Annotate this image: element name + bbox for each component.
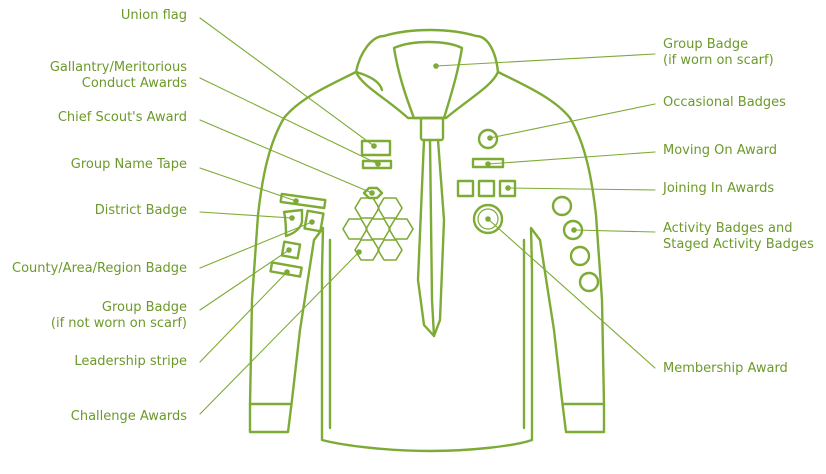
leader-leadership-stripe (199, 271, 288, 363)
occasional-badge-shape (477, 128, 499, 150)
label-occasional-badges: Occasional Badges (663, 95, 786, 110)
label-union-flag: Union flag (120, 8, 187, 23)
leader-chief-scout (199, 119, 373, 194)
woggle (419, 116, 445, 142)
challenge-hexagons (342, 197, 414, 261)
leader-gallantry (199, 77, 379, 165)
label-gallantry: Gallantry/Meritorious Conduct Awards (49, 60, 187, 91)
leader-joining-in (507, 187, 656, 191)
scarf-tail-left (416, 138, 436, 338)
leader-activity (573, 229, 656, 233)
joining-in-1 (456, 179, 475, 198)
label-leadership-stripe: Leadership stripe (74, 354, 187, 369)
label-activity-badges: Activity Badges and Staged Activity Badg… (663, 221, 814, 252)
county-badge-shape (303, 209, 325, 233)
shirt-outline (248, 70, 606, 453)
collar-inner (392, 40, 464, 120)
leader-lines (199, 17, 656, 415)
union-flag-badge (360, 139, 392, 157)
leader-challenge (199, 251, 360, 415)
leader-county (199, 221, 313, 269)
leader-group-badge-sleeve (199, 249, 290, 311)
leader-group-badge-scarf (435, 53, 656, 67)
label-challenge-awards: Challenge Awards (70, 409, 187, 424)
label-group-badge-not-scarf: Group Badge (if not worn on scarf) (50, 300, 187, 331)
leader-occasional (489, 103, 656, 139)
label-joining-in: Joining In Awards (663, 181, 775, 196)
collar-fold-left (354, 70, 384, 92)
label-group-name-tape: Group Name Tape (70, 157, 187, 172)
label-district-badge: District Badge (94, 203, 187, 218)
label-chief-scout: Chief Scout's Award (57, 110, 187, 125)
membership-award-inner (477, 208, 499, 230)
group-badge-sleeve (280, 240, 302, 260)
label-moving-on: Moving On Award (663, 143, 778, 158)
membership-award-shape (472, 203, 504, 235)
leader-dots (284, 63, 577, 275)
scarf-tail-right (432, 138, 446, 338)
label-membership-award: Membership Award (663, 361, 788, 376)
group-name-tape-badge (279, 192, 327, 210)
leader-union-flag (199, 17, 375, 147)
activity-badge-4 (578, 271, 600, 293)
collar (354, 28, 500, 120)
gallantry-badge (361, 159, 393, 170)
leader-membership (487, 218, 656, 369)
activity-badge-3 (569, 245, 591, 267)
leader-moving-on (487, 151, 656, 165)
leader-district (199, 211, 293, 219)
leader-group-name-tape (199, 167, 297, 202)
label-county-badge: County/Area/Region Badge (12, 261, 187, 276)
label-group-badge-scarf: Group Badge (if worn on scarf) (663, 37, 774, 68)
activity-badge-1 (551, 195, 573, 217)
joining-in-2 (477, 179, 496, 198)
district-badge-shape (282, 208, 304, 238)
